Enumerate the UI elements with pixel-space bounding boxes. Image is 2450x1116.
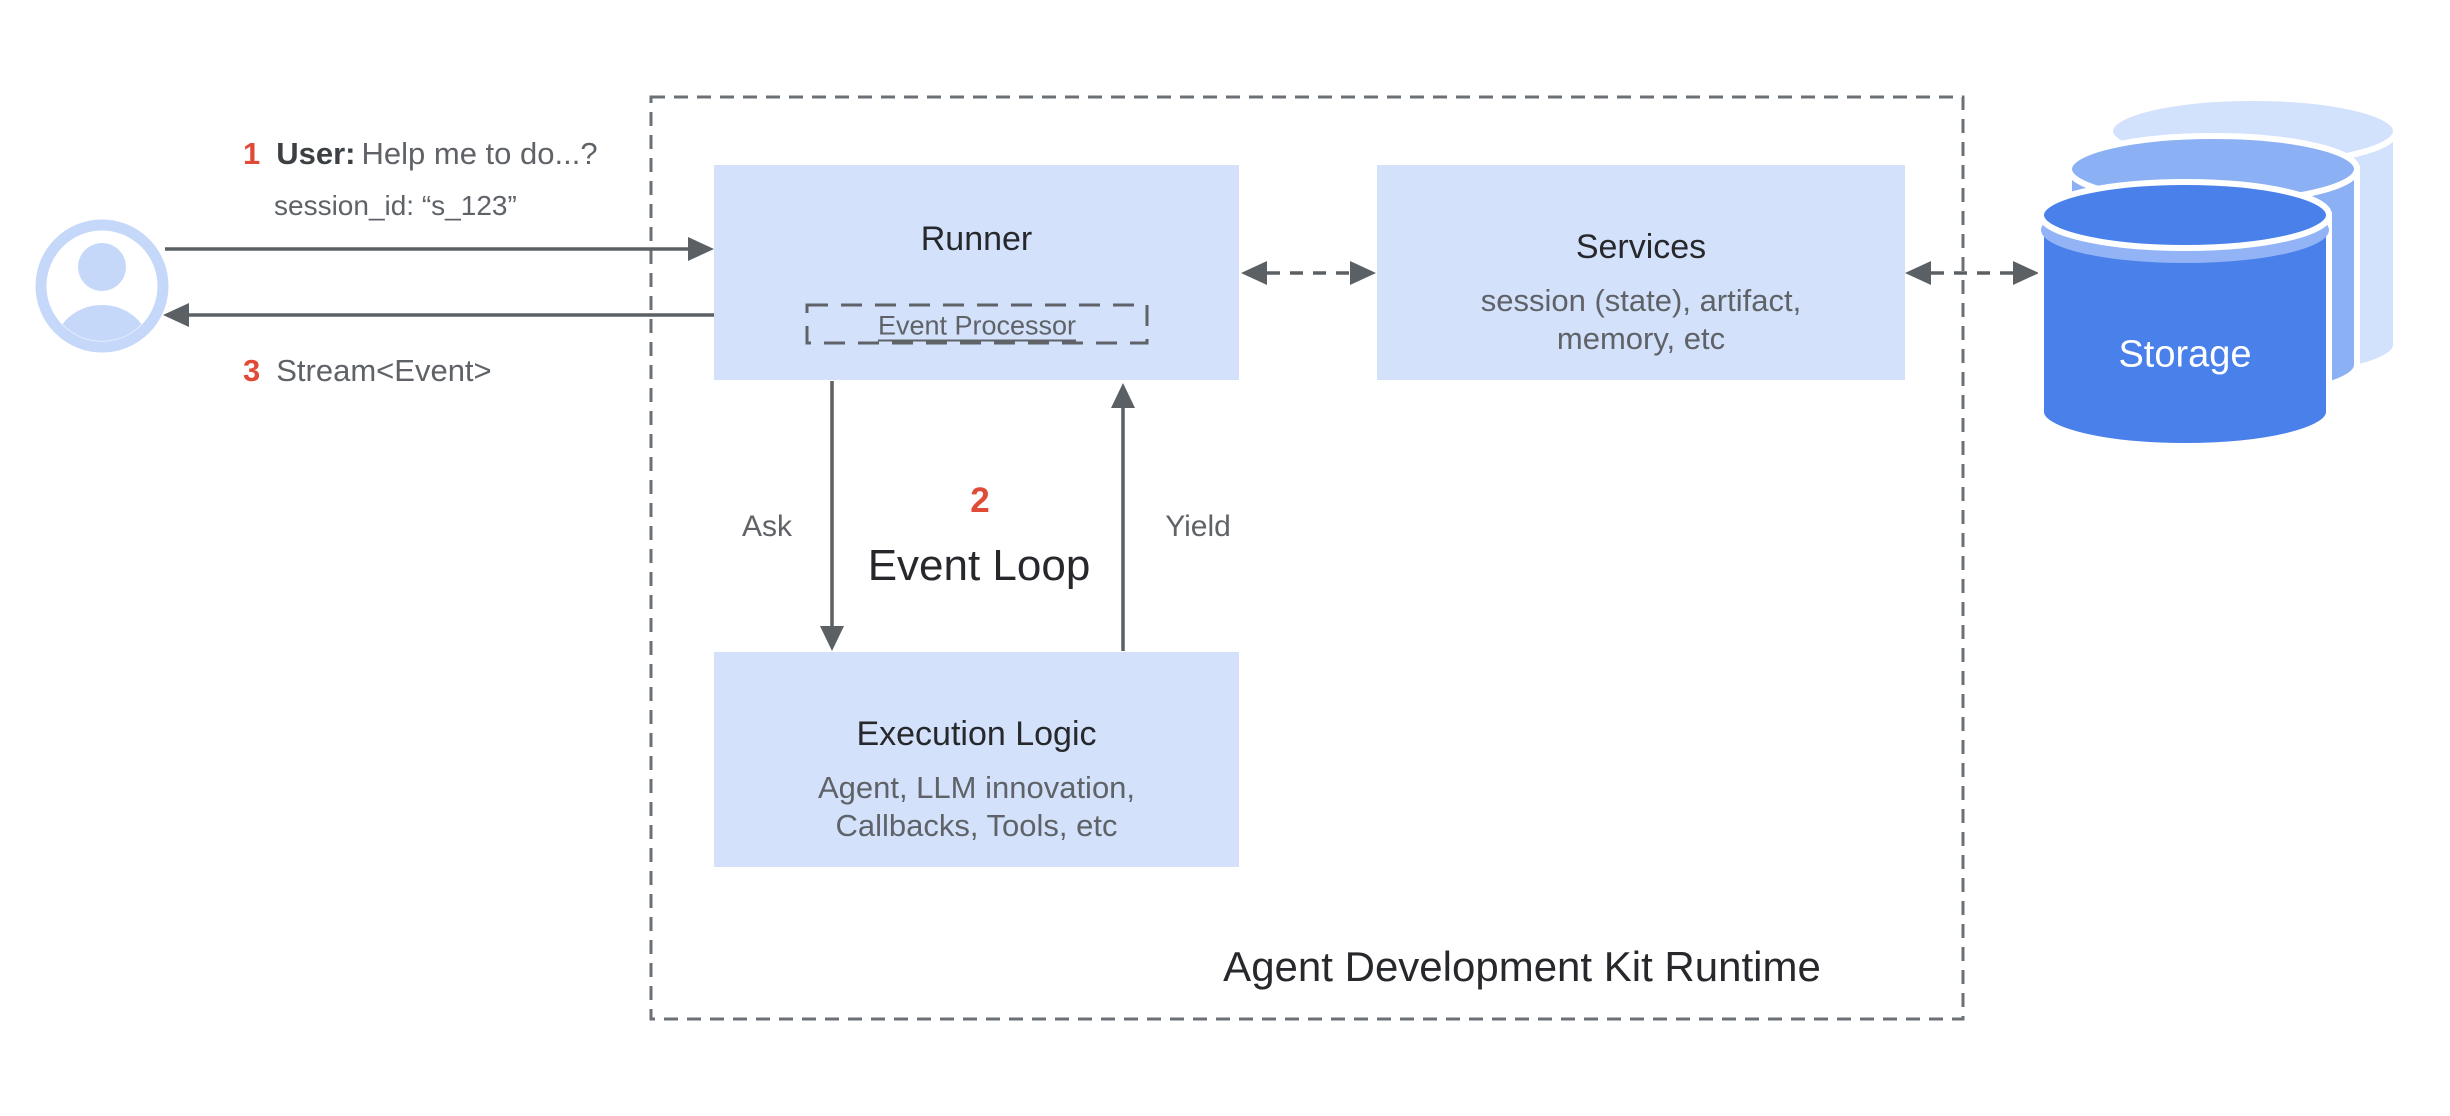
- yield-arrow: [1111, 383, 1135, 651]
- execution-logic-box: Execution Logic Agent, LLM innovation, C…: [714, 652, 1239, 867]
- execution-logic-subtitle: Agent, LLM innovation, Callbacks, Tools,…: [817, 770, 1136, 843]
- step3-number: 3: [243, 353, 261, 388]
- user-icon: [35, 219, 169, 353]
- step3-text: Stream<Event>: [276, 353, 492, 388]
- services-box: Services session (state), artifact, memo…: [1377, 165, 1905, 380]
- runner-to-user-arrow: [163, 303, 714, 327]
- event-processor-label: Event Processor: [877, 310, 1077, 341]
- storage-label: Storage: [2118, 333, 2252, 376]
- step1-speaker: User:: [276, 136, 356, 171]
- runner-services-arrow: [1241, 261, 1376, 285]
- yield-label: Yield: [1165, 510, 1231, 543]
- ask-label: Ask: [741, 510, 793, 543]
- services-storage-arrow: [1905, 261, 2039, 285]
- event-loop-label: Event Loop: [867, 541, 1091, 590]
- services-title: Services: [1575, 228, 1707, 266]
- session-id-label: session_id: “s_123”: [274, 190, 517, 221]
- step1-user-request: 1 User:Help me to do...?: [243, 134, 598, 174]
- event-loop-number: 2: [970, 481, 990, 520]
- step3-stream-event: 3 Stream<Event>: [243, 351, 492, 391]
- runtime-title: Agent Development Kit Runtime: [1223, 943, 1821, 990]
- step1-message: Help me to do...?: [361, 136, 598, 171]
- ask-arrow: [820, 381, 844, 651]
- step1-number: 1: [243, 136, 261, 171]
- runner-title: Runner: [920, 220, 1033, 258]
- runner-box: Runner: [714, 165, 1239, 380]
- services-subtitle: session (state), artifact, memory, etc: [1480, 283, 1802, 356]
- storage-icon: [2038, 95, 2399, 449]
- user-to-runner-arrow: [165, 237, 714, 261]
- execution-logic-title: Execution Logic: [856, 715, 1097, 753]
